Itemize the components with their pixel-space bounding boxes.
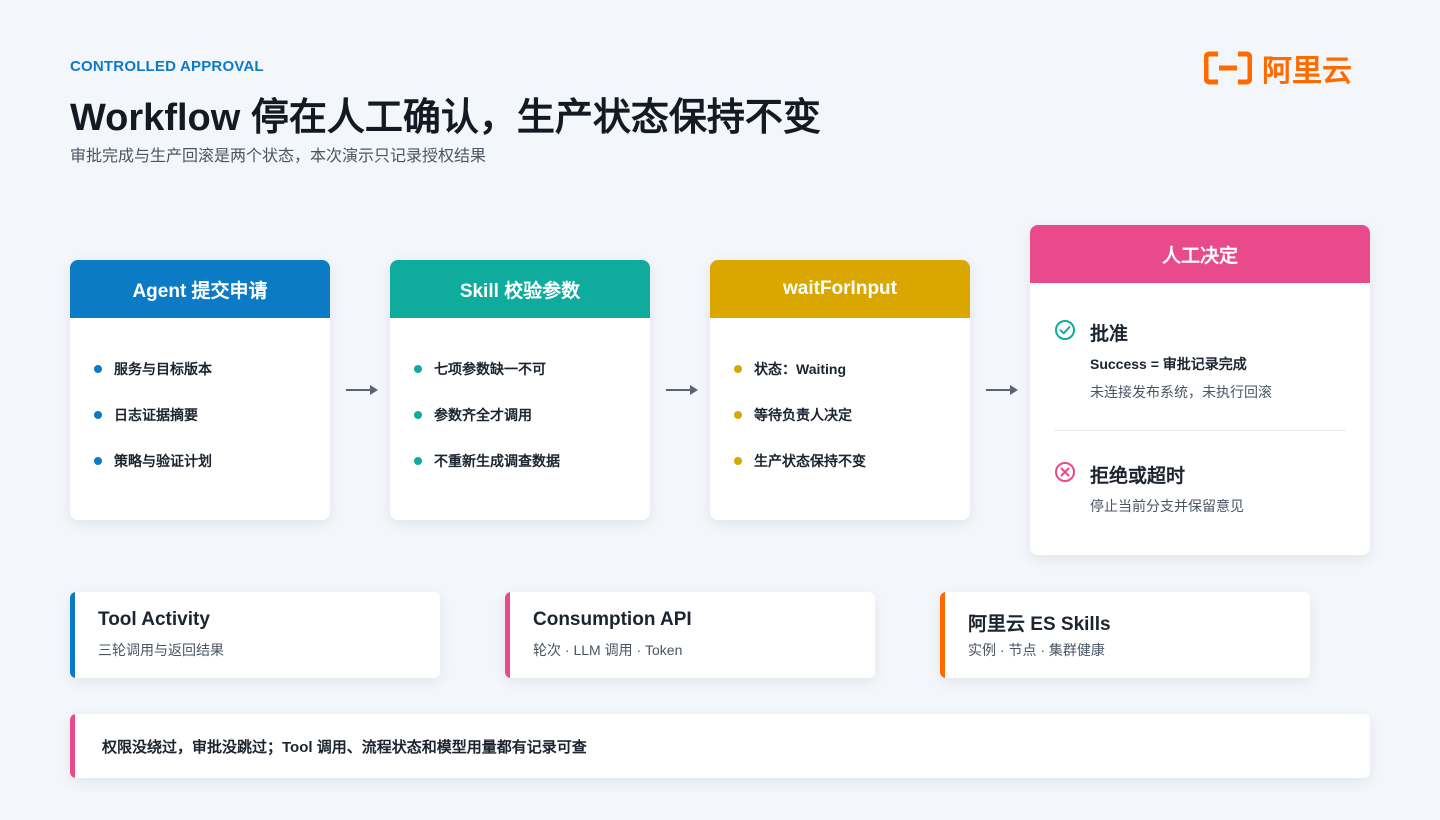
list-item-label: 不重新生成调查数据 bbox=[434, 453, 560, 469]
stat-card-es-skills: 阿里云 ES Skills 实例 · 节点 · 集群健康 bbox=[940, 592, 1310, 678]
list-item-label: 生产状态保持不变 bbox=[754, 453, 866, 469]
approve-option: 批准 Success = 审批记录完成 未连接发布系统，未执行回滚 bbox=[1054, 319, 1346, 402]
reject-option: 拒绝或超时 停止当前分支并保留意见 bbox=[1054, 461, 1346, 516]
bullet-dot bbox=[734, 411, 742, 419]
divider bbox=[1054, 430, 1346, 431]
bullet-dot bbox=[734, 365, 742, 373]
list-item: 生产状态保持不变 bbox=[734, 438, 970, 484]
aliyun-logo-text: 阿里云 bbox=[1262, 55, 1352, 88]
list-item-label: 服务与目标版本 bbox=[114, 361, 212, 377]
stat-card-tool-activity: Tool Activity 三轮调用与返回结果 bbox=[70, 592, 440, 678]
list-item-label: 参数齐全才调用 bbox=[434, 407, 532, 423]
approve-result: Success = 审批记录完成 bbox=[1090, 356, 1247, 372]
step-card-skill: Skill 校验参数 七项参数缺一不可 参数齐全才调用 不重新生成调查数据 bbox=[390, 260, 650, 520]
page-title: Workflow 停在人工确认，生产状态保持不变 bbox=[70, 97, 821, 139]
reject-title: 拒绝或超时 bbox=[1090, 466, 1186, 487]
step-card-wait: waitForInput 状态：Waiting 等待负责人决定 生产状态保持不变 bbox=[710, 260, 970, 520]
x-circle-icon bbox=[1055, 462, 1075, 482]
bullet-dot bbox=[734, 457, 742, 465]
bullet-dot bbox=[94, 411, 102, 419]
aliyun-logo: 阿里云 bbox=[1203, 46, 1352, 90]
bullet-dot bbox=[94, 457, 102, 465]
approve-title: 批准 bbox=[1090, 324, 1129, 345]
list-item: 七项参数缺一不可 bbox=[414, 346, 650, 392]
list-item-label: 七项参数缺一不可 bbox=[434, 361, 546, 377]
decision-card-header: 人工决定 bbox=[1030, 225, 1370, 283]
step-card-header: waitForInput bbox=[710, 260, 970, 318]
step-card-agent: Agent 提交申请 服务与目标版本 日志证据摘要 策略与验证计划 bbox=[70, 260, 330, 520]
step-card-header: Agent 提交申请 bbox=[70, 260, 330, 318]
summary-text: 权限没绕过，审批没跳过；Tool 调用、流程状态和模型用量都有记录可查 bbox=[102, 738, 587, 756]
accent-bar bbox=[70, 592, 75, 678]
list-item: 服务与目标版本 bbox=[94, 346, 330, 392]
stat-title: Tool Activity bbox=[98, 609, 210, 630]
list-item: 策略与验证计划 bbox=[94, 438, 330, 484]
list-item-label: 等待负责人决定 bbox=[754, 407, 852, 423]
eyebrow-label: CONTROLLED APPROVAL bbox=[70, 58, 264, 75]
list-item-label: 策略与验证计划 bbox=[114, 453, 212, 469]
accent-bar bbox=[940, 592, 945, 678]
list-item-label: 状态：Waiting bbox=[754, 361, 847, 377]
list-item: 状态：Waiting bbox=[734, 346, 970, 392]
list-item: 等待负责人决定 bbox=[734, 392, 970, 438]
accent-bar bbox=[505, 592, 510, 678]
stat-subtitle: 实例 · 节点 · 集群健康 bbox=[968, 642, 1105, 658]
step-card-header: Skill 校验参数 bbox=[390, 260, 650, 318]
summary-footer: 权限没绕过，审批没跳过；Tool 调用、流程状态和模型用量都有记录可查 bbox=[70, 714, 1370, 778]
check-circle-icon bbox=[1055, 320, 1075, 340]
page-subtitle: 审批完成与生产回滚是两个状态，本次演示只记录授权结果 bbox=[70, 148, 487, 165]
reject-note: 停止当前分支并保留意见 bbox=[1090, 498, 1244, 514]
stat-subtitle: 轮次 · LLM 调用 · Token bbox=[533, 642, 683, 658]
bullet-dot bbox=[94, 365, 102, 373]
accent-bar bbox=[70, 714, 75, 778]
bullet-dot bbox=[414, 457, 422, 465]
list-item: 参数齐全才调用 bbox=[414, 392, 650, 438]
stat-title: Consumption API bbox=[533, 609, 692, 630]
list-item: 不重新生成调查数据 bbox=[414, 438, 650, 484]
approve-note: 未连接发布系统，未执行回滚 bbox=[1090, 384, 1272, 400]
stat-card-consumption-api: Consumption API 轮次 · LLM 调用 · Token bbox=[505, 592, 875, 678]
bullet-dot bbox=[414, 411, 422, 419]
arrow-right-icon bbox=[346, 385, 378, 395]
aliyun-logo-icon bbox=[1203, 50, 1253, 86]
list-item-label: 日志证据摘要 bbox=[114, 407, 198, 423]
list-item: 日志证据摘要 bbox=[94, 392, 330, 438]
arrow-right-icon bbox=[666, 385, 698, 395]
stat-subtitle: 三轮调用与返回结果 bbox=[98, 642, 224, 658]
stat-title: 阿里云 ES Skills bbox=[968, 614, 1111, 635]
decision-card: 人工决定 批准 Success = 审批记录完成 未连接发布系统，未执行回滚 拒… bbox=[1030, 225, 1370, 555]
arrow-right-icon bbox=[986, 385, 1018, 395]
bullet-dot bbox=[414, 365, 422, 373]
